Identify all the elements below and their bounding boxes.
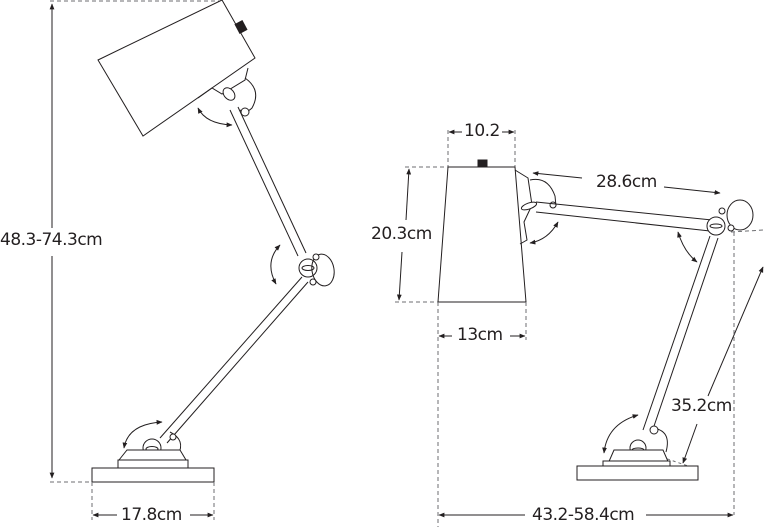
overall-height-label: 48.3-74.3cm bbox=[0, 230, 103, 250]
elbow-pin-bottom bbox=[309, 278, 317, 286]
shade-height-line-top bbox=[405, 168, 412, 221]
shade-height-label: 20.3cm bbox=[371, 224, 432, 244]
lower-arm-left bbox=[159, 276, 303, 439]
elbow-pin-top bbox=[312, 253, 320, 261]
upper-arm-bottom bbox=[535, 211, 711, 232]
lower-arm-dim-top bbox=[707, 266, 764, 397]
switch-icon bbox=[234, 20, 248, 34]
lamp-shade-front bbox=[97, 0, 256, 137]
lower-arm-left-side bbox=[642, 235, 711, 431]
elbow-loop bbox=[311, 253, 335, 287]
shade-rotation-arrow bbox=[197, 107, 233, 128]
elbow-knob-slot bbox=[301, 265, 315, 271]
upper-arm-length-label: 28.6cm bbox=[596, 172, 657, 192]
shade-bottom-diameter-label: 13cm bbox=[457, 325, 503, 345]
upper-arm-right bbox=[237, 106, 307, 254]
switch-icon-side bbox=[477, 159, 488, 168]
shade-height-line-bottom bbox=[396, 251, 403, 301]
elbow-rotation-arrow bbox=[270, 244, 281, 285]
shade-rotation-arrow-side bbox=[529, 221, 559, 245]
shade-knob-side bbox=[520, 201, 538, 211]
lower-arm-length-label: 35.2cm bbox=[671, 396, 732, 416]
front-view bbox=[49, 0, 335, 520]
elbow-knob-side bbox=[706, 216, 726, 236]
base-collar bbox=[117, 459, 189, 469]
upper-arm-top bbox=[535, 201, 713, 221]
shade-pin-side bbox=[549, 201, 557, 209]
shade-loop-side bbox=[529, 178, 557, 207]
elbow-pin-bottom-side bbox=[727, 224, 735, 232]
shade-pin bbox=[240, 107, 250, 117]
base-plate bbox=[91, 467, 215, 483]
overall-reach-label: 43.2-58.4cm bbox=[532, 505, 635, 525]
side-view bbox=[395, 129, 764, 527]
shade-bracket-side bbox=[514, 169, 533, 245]
shade-knob bbox=[222, 87, 236, 101]
upper-arm-dim-left bbox=[532, 171, 583, 179]
elbow-slot-side bbox=[709, 223, 723, 229]
shade-loop bbox=[239, 77, 257, 113]
base-pin bbox=[169, 433, 177, 441]
elbow-pin-top-side bbox=[718, 207, 726, 215]
lower-arm-right-side bbox=[651, 237, 719, 433]
base-plate-side bbox=[576, 465, 699, 481]
base-rotation-arrow-side bbox=[602, 414, 639, 454]
elbow-rotation-arrow-side bbox=[677, 231, 698, 263]
upper-arm-dim-right bbox=[663, 186, 721, 195]
base-width-label: 17.8cm bbox=[121, 505, 182, 525]
elbow-loop-side bbox=[726, 199, 754, 231]
base-collar-side bbox=[602, 460, 671, 467]
lower-arm-ext-top bbox=[730, 229, 764, 233]
shade-top-diameter-label: 10.2 bbox=[464, 121, 500, 141]
upper-arm-left bbox=[229, 109, 299, 257]
base-riser bbox=[117, 449, 187, 461]
lower-arm-right bbox=[166, 281, 309, 444]
base-rotation-arrow bbox=[122, 419, 163, 449]
lamp-shade-side bbox=[437, 166, 527, 303]
lower-arm-dim-bottom bbox=[682, 423, 698, 464]
shade-bracket bbox=[197, 67, 249, 99]
base-pin-side bbox=[649, 425, 659, 435]
